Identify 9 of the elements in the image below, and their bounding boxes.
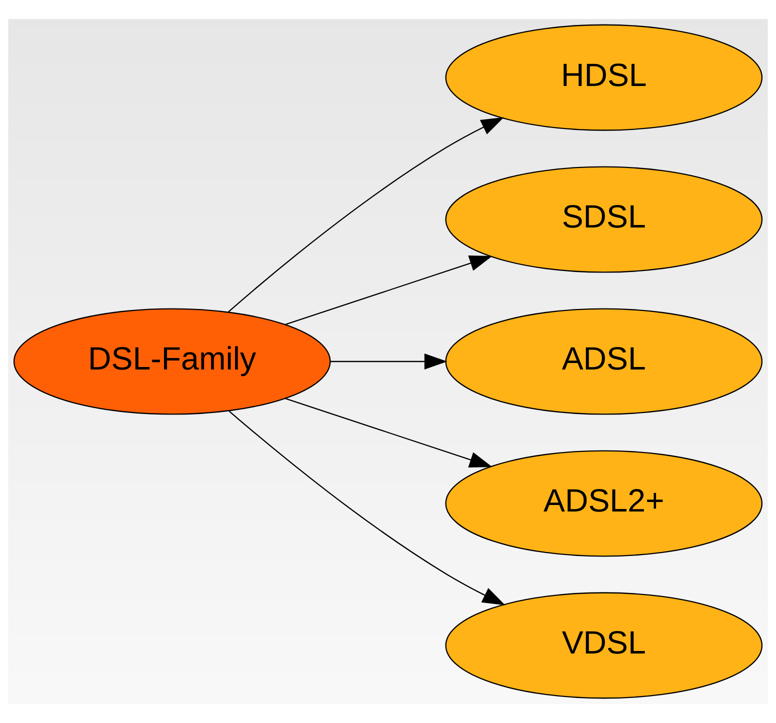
arrow	[228, 410, 506, 606]
node-ellipse: VDSL	[445, 592, 763, 699]
arrow	[284, 398, 492, 468]
arrow	[228, 117, 504, 312]
node-ellipse: DSL-Family	[13, 308, 331, 415]
arrow	[284, 256, 492, 326]
node-ellipse: HDSL	[445, 24, 763, 131]
arrow	[330, 354, 448, 370]
node-ellipse: ADSL	[445, 308, 763, 415]
